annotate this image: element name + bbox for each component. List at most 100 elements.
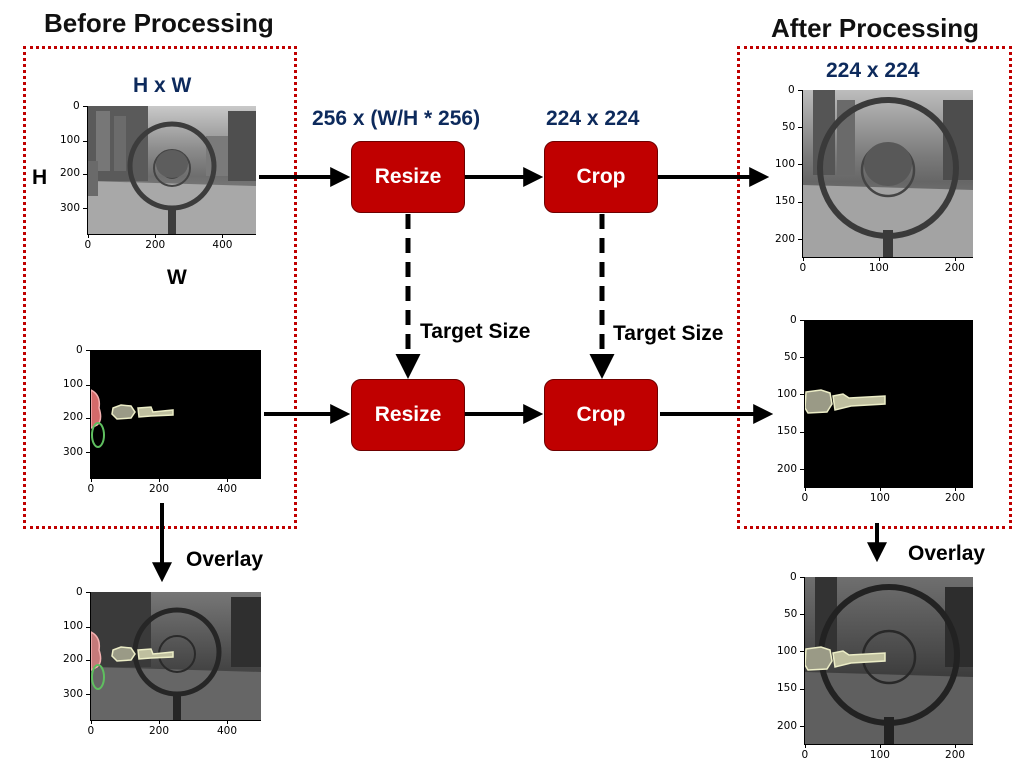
- y-tick-mark: [83, 140, 87, 142]
- y-tick-label: 100: [63, 620, 84, 633]
- overlay-graphic: [91, 592, 261, 720]
- y-tick-label: 300: [60, 201, 81, 214]
- segmentation-mask: [91, 350, 261, 478]
- height-label: H: [32, 166, 48, 189]
- y-tick-label: 150: [775, 195, 796, 208]
- y-tick-label: 0: [790, 570, 797, 583]
- x-tick-mark: [91, 478, 92, 482]
- y-tick-label: 50: [782, 120, 796, 133]
- after-processing-heading: After Processing: [771, 13, 980, 43]
- width-label: W: [167, 266, 187, 289]
- target-size-label-resize: Target Size: [420, 320, 531, 343]
- x-tick-label: 0: [799, 262, 807, 274]
- y-tick-mark: [83, 208, 87, 210]
- y-tick-label: 300: [63, 445, 84, 458]
- y-axis-line: [90, 592, 91, 720]
- x-tick-mark: [88, 234, 89, 238]
- y-tick-mark: [798, 164, 802, 166]
- x-tick-label: 400: [217, 725, 238, 737]
- y-tick-mark: [800, 320, 804, 321]
- y-tick-label: 100: [775, 157, 796, 170]
- x-tick-label: 100: [869, 492, 890, 504]
- x-tick-mark: [159, 720, 160, 724]
- x-axis-line: [90, 720, 261, 721]
- x-tick-label: 100: [868, 262, 889, 274]
- x-tick-mark: [878, 257, 880, 261]
- before-processing-heading: Before Processing: [44, 8, 274, 38]
- x-tick-mark: [803, 257, 804, 261]
- x-axis-line: [87, 234, 256, 235]
- y-tick-label: 50: [784, 607, 798, 620]
- y-tick-label: 0: [76, 585, 83, 598]
- y-tick-mark: [798, 201, 802, 203]
- resize-mask-box: Resize: [351, 379, 465, 451]
- y-tick-mark: [800, 726, 804, 728]
- y-tick-mark: [800, 614, 804, 616]
- after-image-plot: 0 100 200 0 50 100 150 200: [775, 84, 973, 273]
- y-tick-label: 100: [63, 378, 84, 391]
- y-tick-label: 100: [777, 387, 798, 400]
- x-tick-mark: [227, 720, 228, 724]
- y-axis-line: [87, 106, 88, 234]
- x-tick-mark: [155, 234, 157, 238]
- x-axis-line: [802, 257, 973, 258]
- x-axis-line: [90, 478, 261, 479]
- y-tick-label: 0: [788, 83, 795, 96]
- x-tick-mark: [955, 744, 957, 748]
- x-tick-label: 200: [945, 492, 966, 504]
- street-photo-graphic: [88, 106, 256, 234]
- y-tick-mark: [86, 417, 90, 419]
- y-tick-label: 200: [777, 462, 798, 475]
- y-tick-label: 100: [777, 644, 798, 657]
- resize-image-box: Resize: [351, 141, 465, 213]
- resize-size-label: 256 x (W/H * 256): [312, 107, 481, 130]
- y-axis-line: [804, 320, 805, 487]
- overlay-label-after: Overlay: [908, 542, 986, 565]
- overlay-photo: [91, 592, 261, 720]
- y-tick-label: 300: [63, 687, 84, 700]
- y-tick-mark: [83, 106, 87, 107]
- cropped-street-photo: [803, 90, 973, 257]
- y-tick-label: 0: [790, 313, 797, 326]
- y-tick-mark: [86, 592, 90, 593]
- x-tick-mark: [91, 720, 92, 724]
- y-tick-mark: [798, 239, 802, 241]
- x-tick-mark: [879, 487, 881, 491]
- x-tick-mark: [954, 257, 956, 261]
- y-tick-mark: [798, 127, 802, 129]
- y-tick-mark: [86, 350, 90, 351]
- x-tick-label: 0: [87, 725, 95, 737]
- x-axis-line: [804, 487, 973, 488]
- x-tick-mark: [805, 744, 806, 748]
- cropped-overlay-photo: [805, 577, 973, 744]
- y-tick-label: 50: [784, 350, 798, 363]
- y-tick-label: 200: [60, 167, 81, 180]
- y-tick-mark: [86, 626, 90, 628]
- y-tick-mark: [800, 357, 804, 359]
- y-tick-mark: [800, 469, 804, 471]
- y-axis-line: [804, 577, 805, 744]
- y-tick-mark: [800, 651, 804, 653]
- x-tick-mark: [805, 487, 806, 491]
- x-tick-label: 200: [149, 483, 170, 495]
- x-tick-label: 400: [212, 239, 233, 251]
- x-tick-label: 0: [84, 239, 92, 251]
- crop-size-label: 224 x 224: [546, 107, 640, 130]
- y-tick-mark: [86, 659, 90, 661]
- x-tick-label: 200: [944, 262, 965, 274]
- cropped-mask-graphic: [805, 389, 886, 414]
- resize-mask-label: Resize: [374, 403, 442, 426]
- cropped-segmentation-mask: [805, 320, 973, 487]
- x-tick-label: 400: [217, 483, 238, 495]
- y-axis-line: [90, 350, 91, 478]
- cropped-photo-graphic: [803, 90, 973, 257]
- y-tick-mark: [86, 452, 90, 454]
- y-tick-label: 0: [73, 99, 80, 112]
- x-tick-label: 100: [869, 749, 890, 761]
- y-tick-label: 200: [775, 232, 796, 245]
